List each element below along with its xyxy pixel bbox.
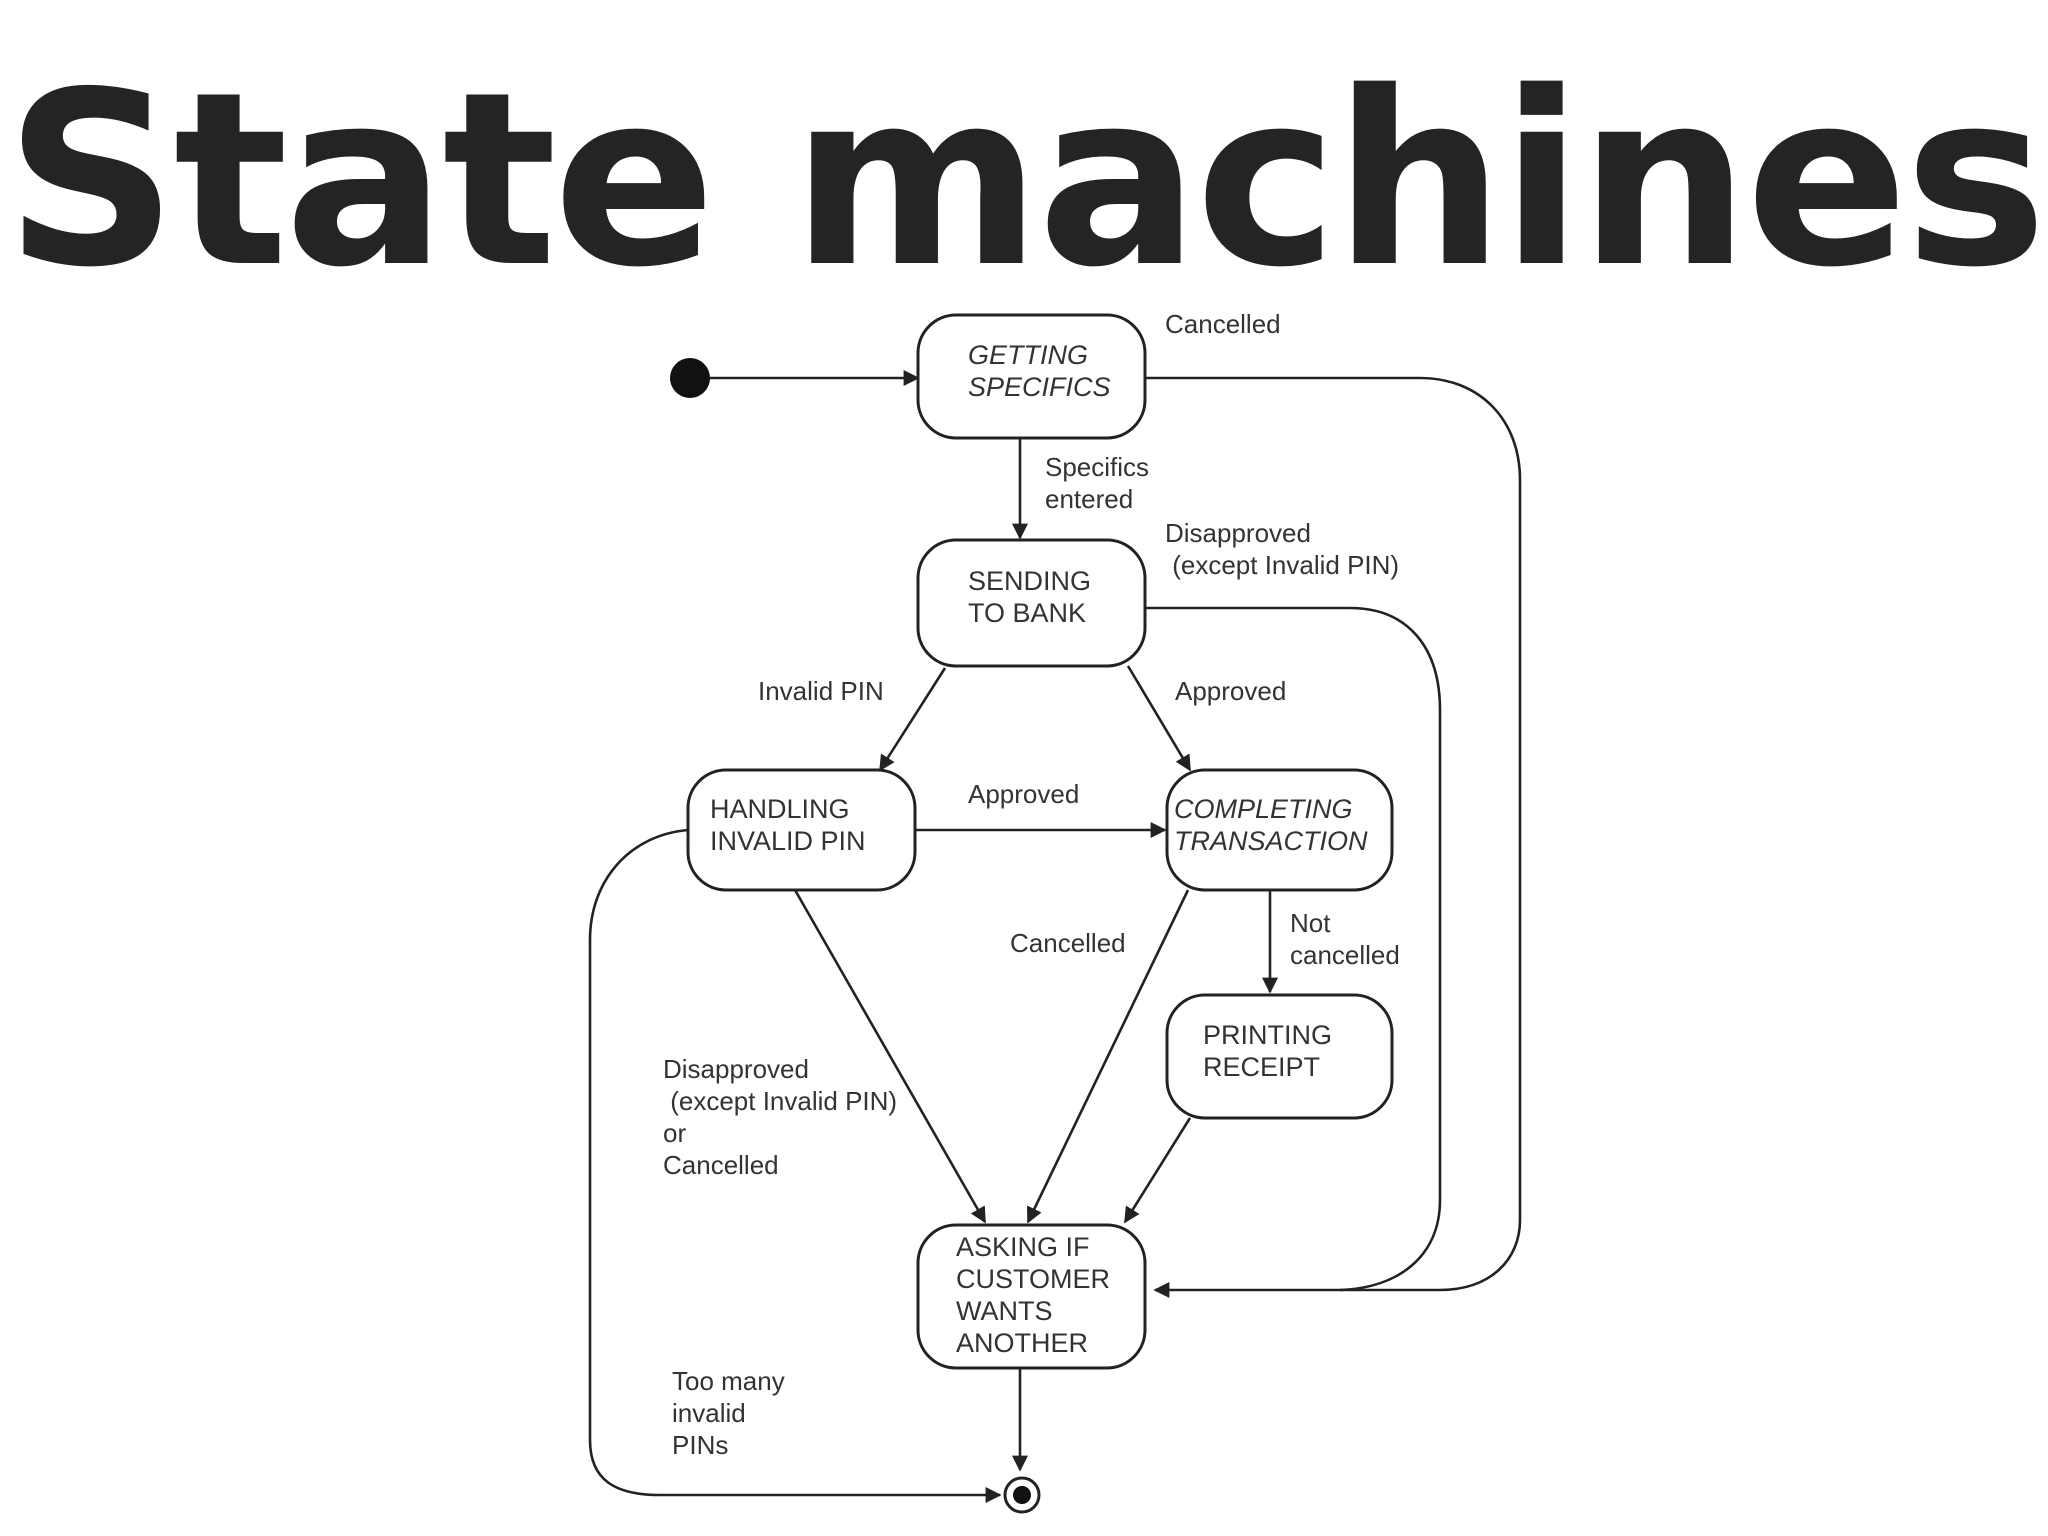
state-sending-to-bank-line-1: SENDING: [968, 566, 1091, 596]
state-handling-invalid-pin: HANDLING INVALID PIN: [686, 768, 917, 892]
state-completing-transaction-line-2: TRANSACTION: [1174, 826, 1368, 856]
final-state-dot: [1013, 1486, 1031, 1504]
label-disapproved-top-line-2: (except Invalid PIN): [1165, 550, 1399, 580]
label-disapproved-left-line-1: Disapproved: [663, 1054, 809, 1084]
edge-sending-to-bank-disapproved: [1145, 606, 1442, 1292]
edge-sending-to-bank-invalid-pin: [878, 667, 947, 772]
label-cancelled-top: Cancelled: [1165, 309, 1281, 339]
edge-handling-invalid-pin-disapproved: [793, 889, 987, 1224]
edge-sending-to-bank-approved: [1126, 665, 1192, 772]
state-handling-invalid-pin-line-2: INVALID PIN: [710, 826, 866, 856]
state-printing-receipt: PRINTING RECEIPT: [1165, 993, 1394, 1120]
label-not-cancelled-line-2: cancelled: [1290, 940, 1400, 970]
label-too-many-line-1: Too many: [672, 1366, 785, 1396]
state-asking-if-customer-wants-another: ASKING IF CUSTOMER WANTS ANOTHER: [916, 1223, 1147, 1370]
label-specifics-entered-line-2: entered: [1045, 484, 1133, 514]
state-sending-to-bank: SENDING TO BANK: [916, 538, 1147, 668]
edge-handling-invalid-pin-too-many: [588, 828, 1002, 1503]
state-handling-invalid-pin-line-1: HANDLING: [710, 794, 850, 824]
slide-title: State machines: [4, 40, 2048, 320]
label-cancelled-middle: Cancelled: [1010, 928, 1126, 958]
state-getting-specifics-line-1: GETTING: [968, 340, 1088, 370]
state-printing-receipt-line-2: RECEIPT: [1203, 1052, 1320, 1082]
state-getting-specifics: GETTING SPECIFICS: [916, 313, 1147, 440]
label-disapproved-left-line-3: or: [663, 1118, 686, 1148]
edge-getting-specifics-cancelled: [1145, 376, 1522, 1298]
state-sending-to-bank-line-2: TO BANK: [968, 598, 1086, 628]
label-approved-right: Approved: [1175, 676, 1286, 706]
label-disapproved-left-line-2: (except Invalid PIN): [663, 1086, 897, 1116]
state-asking-line-4: ANOTHER: [956, 1328, 1088, 1358]
state-asking-line-2: CUSTOMER: [956, 1264, 1110, 1294]
label-disapproved-top-line-1: Disapproved: [1165, 518, 1311, 548]
label-not-cancelled-line-1: Not: [1290, 908, 1331, 938]
edge-completing-transaction-cancelled: [1026, 889, 1190, 1224]
state-asking-line-3: WANTS: [956, 1296, 1053, 1326]
state-getting-specifics-line-2: SPECIFICS: [968, 372, 1111, 402]
state-completing-transaction: COMPLETING TRANSACTION: [1165, 768, 1394, 892]
state-printing-receipt-line-1: PRINTING: [1203, 1020, 1332, 1050]
state-completing-transaction-line-1: COMPLETING: [1174, 794, 1353, 824]
label-approved-middle: Approved: [968, 779, 1079, 809]
initial-state-dot: [670, 358, 710, 398]
label-disapproved-left-line-4: Cancelled: [663, 1150, 779, 1180]
label-too-many-line-2: invalid: [672, 1398, 746, 1428]
label-too-many-line-3: PINs: [672, 1430, 728, 1460]
edge-printing-receipt-to-asking: [1123, 1117, 1192, 1224]
label-specifics-entered-line-1: Specifics: [1045, 452, 1149, 482]
label-invalid-pin: Invalid PIN: [758, 676, 884, 706]
state-asking-line-1: ASKING IF: [956, 1232, 1090, 1262]
